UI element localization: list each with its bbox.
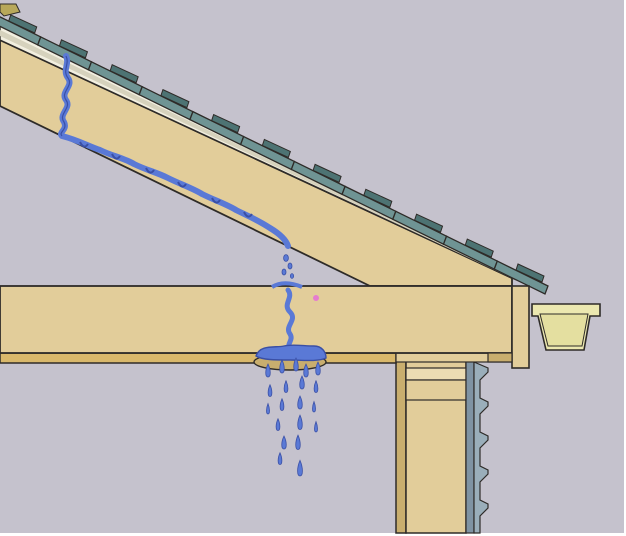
shingle-tab — [58, 39, 89, 59]
gutter — [531, 303, 601, 351]
ceiling-puddle — [253, 344, 327, 371]
water-drop — [297, 395, 303, 410]
fascia-board — [487, 285, 530, 369]
shingle — [493, 260, 549, 295]
shingle-tab — [211, 113, 241, 134]
shingle-tab — [464, 238, 494, 258]
falling-droplets-upper — [281, 254, 294, 279]
water-drop — [275, 417, 281, 431]
water-drop — [313, 379, 319, 393]
water-drop — [265, 363, 271, 378]
shingle-tab — [312, 163, 342, 184]
water-drop — [295, 434, 301, 450]
water-drop — [293, 357, 299, 372]
ceiling-board — [0, 352, 397, 364]
shingle-tab — [261, 138, 291, 159]
water-drop — [283, 379, 289, 393]
wall-stud — [395, 354, 467, 534]
water-leak-path — [58, 53, 291, 249]
shingle-tab — [8, 14, 38, 34]
water-drop — [299, 375, 305, 390]
water-drop — [303, 363, 309, 378]
shingles — [0, 3, 549, 295]
water-drop — [266, 402, 270, 415]
shingle-tab — [515, 263, 545, 283]
water-drop — [279, 359, 285, 374]
water-drop — [297, 414, 303, 430]
stray-dot — [313, 295, 319, 301]
water-drop — [277, 451, 283, 465]
water-drop — [314, 420, 318, 433]
water-drop — [312, 400, 316, 413]
water-drop — [281, 435, 287, 450]
water-drop — [267, 383, 273, 397]
siding — [465, 354, 489, 534]
shingle-tab — [160, 88, 190, 109]
water-drop — [315, 361, 321, 376]
shingle-tab — [413, 213, 444, 233]
water-through-joist — [270, 281, 303, 351]
shingle-tab — [109, 64, 139, 84]
shingle-tab — [363, 188, 393, 208]
water-drop — [297, 459, 303, 477]
water-drop — [279, 397, 285, 411]
dripping-water — [265, 357, 321, 477]
ridge-cap — [0, 3, 21, 17]
ceiling-joist — [0, 285, 513, 354]
